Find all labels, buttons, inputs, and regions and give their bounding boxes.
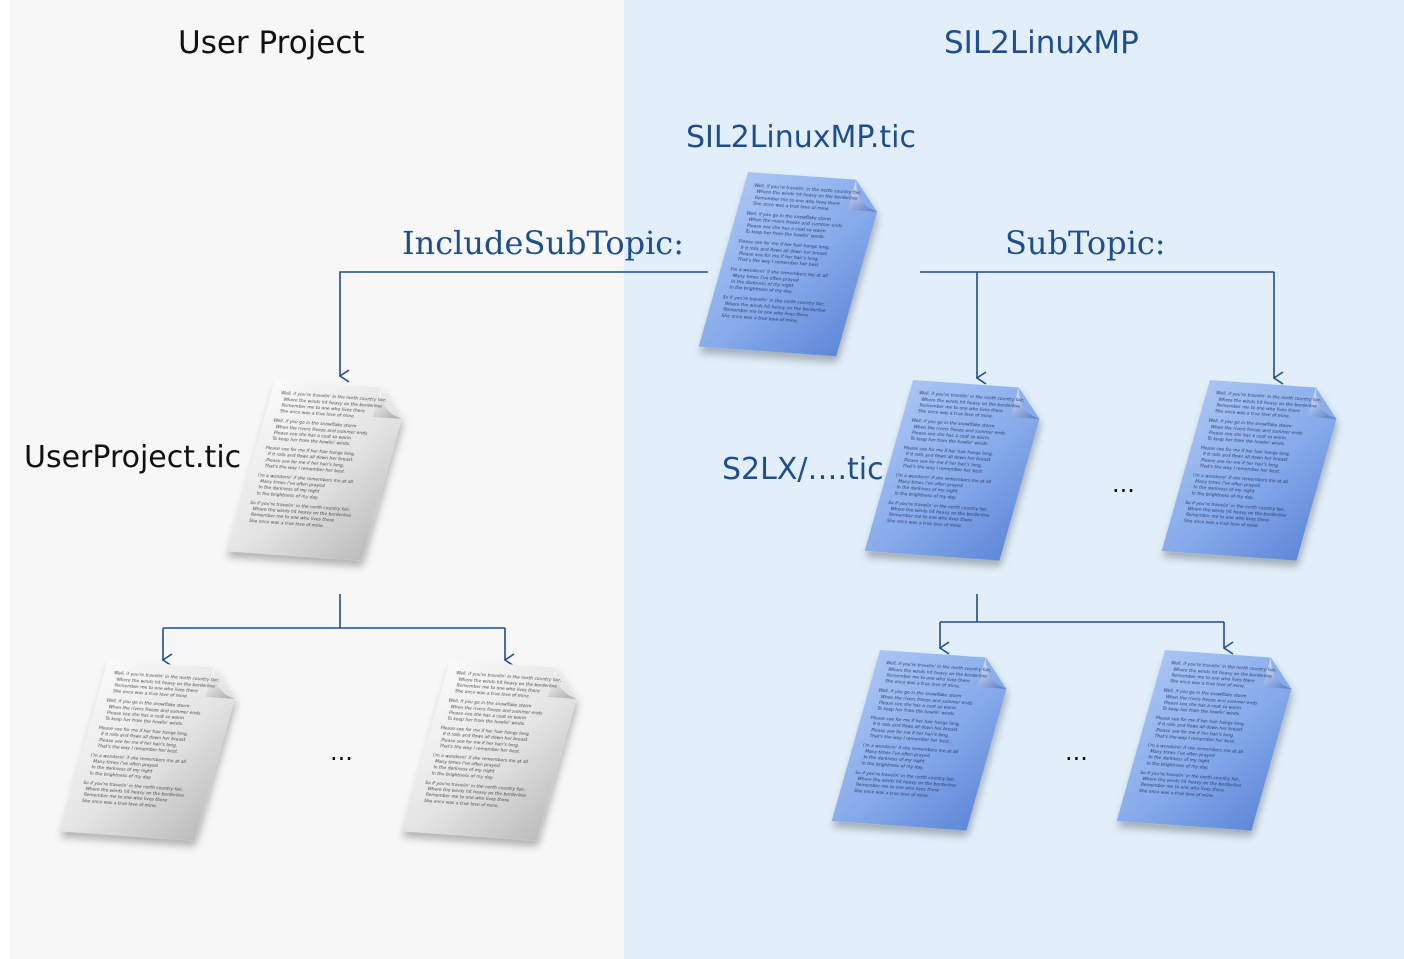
user-project-title: User Project — [178, 25, 365, 61]
document-text-lines: Well, if you're travelin' in the north c… — [1179, 390, 1322, 530]
s2lx-children-connector — [940, 594, 1224, 623]
document-page — [1116, 650, 1292, 831]
document-page — [401, 660, 577, 841]
document-page — [226, 380, 402, 561]
document-page — [698, 172, 878, 357]
document-folded-corner — [372, 387, 402, 419]
document-text-lines: Well, if you're travelin' in the north c… — [849, 660, 992, 800]
document-folded-corner — [1262, 657, 1292, 689]
user-subtopic-document-b: Well, if you're travelin' in the north c… — [401, 660, 577, 841]
user-project-tic-document: Well, if you're travelin' in the north c… — [226, 380, 402, 561]
document-page — [831, 650, 1007, 831]
document-text-lines: Well, if you're travelin' in the north c… — [717, 183, 863, 326]
include-subtopic-connector — [340, 271, 708, 376]
document-page — [59, 660, 235, 841]
s2lx-tic-document-b: Well, if you're travelin' in the north c… — [1161, 380, 1337, 561]
document-folded-corner — [547, 667, 577, 699]
user-project-file-label: UserProject.tic — [24, 440, 242, 475]
document-page — [864, 380, 1040, 561]
s2lx-subtopic-document-b: Well, if you're travelin' in the north c… — [1116, 650, 1292, 831]
root-file-label: SIL2LinuxMP.tic — [686, 120, 916, 155]
sil2linuxmp-tic-document: Well, if you're travelin' in the north c… — [698, 172, 878, 357]
document-text-lines: Well, if you're travelin' in the north c… — [882, 390, 1025, 530]
user-subtopic-document-a: Well, if you're travelin' in the north c… — [59, 660, 235, 841]
document-folded-corner — [847, 179, 878, 212]
document-folded-corner — [977, 657, 1007, 689]
include-subtopic-label: IncludeSubTopic: — [402, 224, 684, 262]
ellipsis-right-top: ... — [1112, 470, 1135, 498]
s2lx-files-label: S2LX/….tic — [722, 452, 884, 487]
sil2linuxmp-title: SIL2LinuxMP — [944, 25, 1139, 61]
subtopic-label: SubTopic: — [1005, 224, 1166, 262]
document-folded-corner — [1307, 387, 1337, 419]
document-folded-corner — [1010, 387, 1040, 419]
document-folded-corner — [205, 667, 235, 699]
document-page — [1161, 380, 1337, 561]
s2lx-subtopic-document-a: Well, if you're travelin' in the north c… — [831, 650, 1007, 831]
ellipsis-left: ... — [330, 738, 353, 766]
s2lx-tic-document-a: Well, if you're travelin' in the north c… — [864, 380, 1040, 561]
user-children-connector — [163, 594, 505, 629]
document-text-lines: Well, if you're travelin' in the north c… — [77, 670, 220, 810]
ellipsis-right-bottom: ... — [1065, 738, 1088, 766]
document-text-lines: Well, if you're travelin' in the north c… — [1134, 660, 1277, 800]
